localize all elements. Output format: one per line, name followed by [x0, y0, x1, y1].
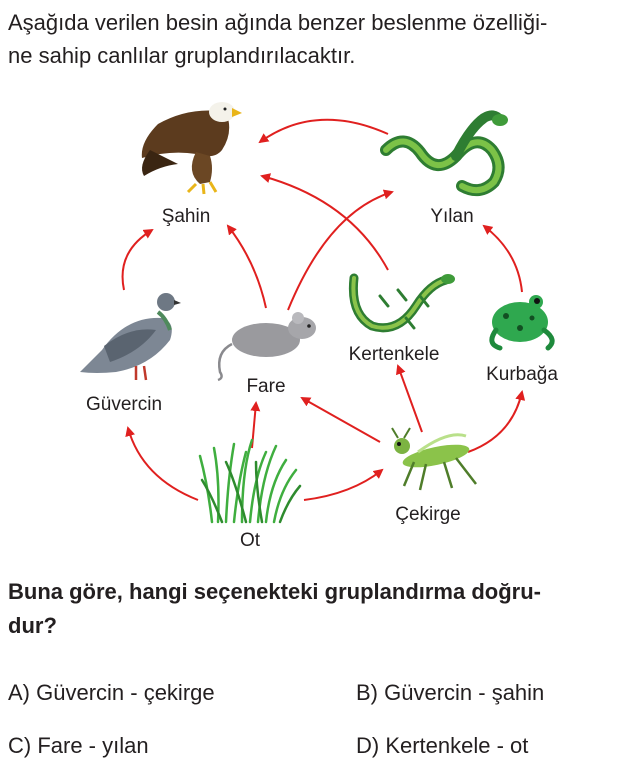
frog-icon [489, 295, 555, 351]
pigeon-icon [80, 293, 181, 381]
eagle-icon [141, 102, 242, 195]
grasshopper-icon [391, 427, 477, 491]
intro-text: Aşağıda verilen besin ağında benzer besl… [8, 6, 638, 72]
label-ot: Ot [240, 530, 261, 551]
arrow-cekirge-fare [300, 397, 381, 443]
mouse-icon [217, 312, 316, 382]
question-line-2: dur? [8, 613, 57, 638]
label-yilan: Yılan [430, 206, 473, 227]
arrow-ot-cekirge [303, 468, 384, 501]
arrow-kertenkele-sahin [260, 173, 389, 271]
intro-line-2: ne sahip canlılar gruplandırılacaktır. [8, 43, 356, 68]
label-kertenkele: Kertenkele [349, 344, 440, 365]
arrow-kurbaga-yilan [482, 224, 523, 293]
food-web-diagram: Şahin Yılan Güvercin Fare Kertenkele [80, 102, 558, 551]
option-b[interactable]: B) Güvercin - şahin [356, 680, 545, 705]
arrows [121, 118, 526, 501]
intro-line-1: Aşağıda verilen besin ağında benzer besl… [8, 10, 548, 35]
option-c[interactable]: C) Fare - yılan [8, 733, 149, 758]
arrow-fare-yilan [287, 189, 394, 311]
arrow-cekirge-kertenkele [396, 364, 423, 433]
arrow-fare-sahin [226, 224, 267, 309]
label-sahin: Şahin [162, 206, 211, 227]
arrow-yilan-sahin [258, 118, 389, 144]
snake-icon [380, 110, 508, 197]
question-text: Buna göre, hangi seçenekteki gruplandırm… [8, 575, 638, 643]
option-d[interactable]: D) Kertenkele - ot [356, 733, 529, 758]
arrow-guvercin-sahin [121, 228, 154, 291]
lizard-icon [348, 273, 455, 333]
question-line-1: Buna göre, hangi seçenekteki gruplandırm… [8, 579, 541, 604]
label-cekirge: Çekirge [395, 504, 460, 525]
label-kurbaga: Kurbağa [486, 364, 558, 385]
label-fare: Fare [246, 376, 285, 397]
option-a[interactable]: A) Güvercin - çekirge [8, 680, 215, 705]
arrow-cekirge-kurbaga [467, 390, 526, 453]
grass-icon [198, 438, 302, 524]
label-guvercin: Güvercin [86, 394, 162, 415]
arrow-ot-guvercin [125, 426, 199, 501]
